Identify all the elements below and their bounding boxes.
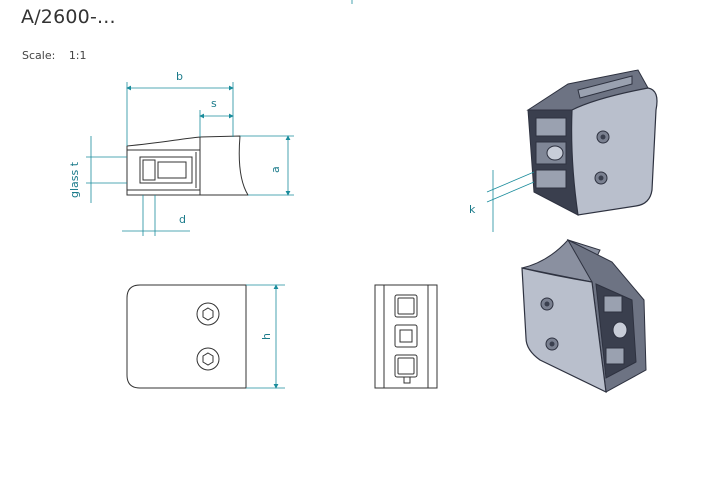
iso-view-lower (521, 238, 647, 394)
iso-view-upper: k (469, 69, 658, 232)
front-view: h (126, 284, 285, 389)
side-view (374, 284, 438, 389)
dim-h-label: h (260, 333, 273, 340)
drawing-title: A/2600-... (21, 6, 116, 28)
dim-a-label: a (269, 166, 282, 173)
dim-s-label: s (211, 97, 217, 110)
scale-info: Scale: 1:1 (22, 49, 87, 62)
scale-value: 1:1 (68, 49, 87, 62)
dim-b-label: b (176, 70, 183, 83)
dim-d-label: d (179, 213, 186, 226)
dim-glass-t-label: glass t (68, 161, 81, 198)
top-view: b s a glass t d (68, 70, 294, 236)
dim-k-label: k (469, 203, 476, 216)
scale-label: Scale: (22, 49, 56, 62)
